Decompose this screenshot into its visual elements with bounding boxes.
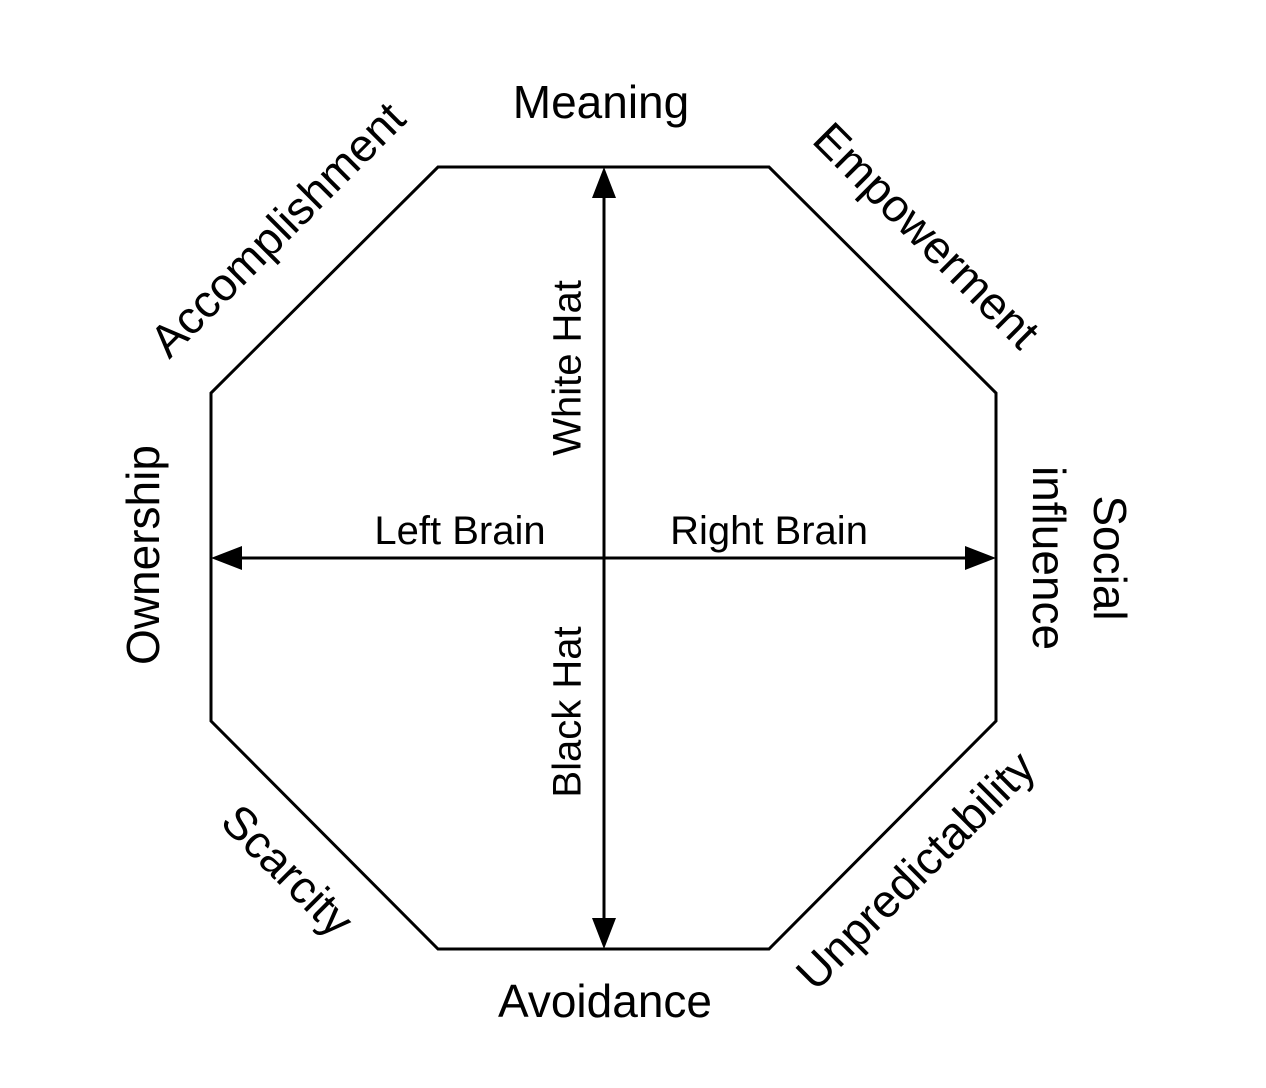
drive-label-avoidance: Avoidance	[498, 975, 712, 1027]
drive-label-scarcity: Scarcity	[211, 794, 363, 946]
arrow-up-icon	[592, 167, 616, 198]
arrow-down-icon	[592, 918, 616, 949]
left-brain-label: Left Brain	[374, 509, 545, 553]
drive-label-social: Social	[1084, 495, 1136, 620]
drive-label-influence: influence	[1023, 466, 1075, 650]
drive-label-meaning: Meaning	[513, 76, 689, 128]
white-hat-label: White Hat	[546, 280, 590, 456]
black-hat-label: Black Hat	[546, 626, 590, 797]
arrow-left-icon	[211, 546, 242, 570]
octagon-outline	[209, 165, 998, 951]
drive-label-unpredictability: Unpredictability	[786, 741, 1045, 1000]
drive-label-empowerment: Empowerment	[803, 112, 1050, 359]
arrow-right-icon	[965, 546, 996, 570]
right-brain-label: Right Brain	[670, 509, 868, 553]
drive-label-ownership: Ownership	[117, 445, 169, 665]
